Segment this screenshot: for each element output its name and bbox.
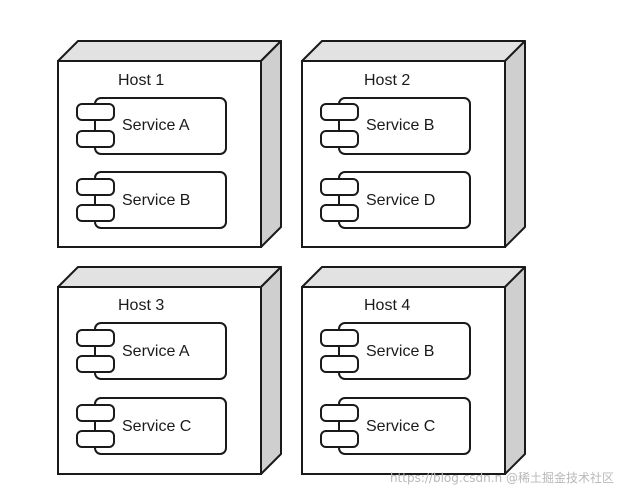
component-port-icon bbox=[76, 130, 115, 148]
component-port-icon bbox=[76, 204, 115, 222]
component-port-icon bbox=[76, 430, 115, 448]
component-port-icon bbox=[320, 103, 359, 121]
service-component-1-2: Service B bbox=[76, 171, 227, 229]
host-node-1-title: Host 1 bbox=[118, 72, 164, 89]
service-component-4-2: Service C bbox=[320, 397, 471, 455]
host-node-2-title: Host 2 bbox=[364, 72, 410, 89]
component-port-icon bbox=[320, 355, 359, 373]
component-box bbox=[338, 171, 471, 229]
service-component-2-1: Service B bbox=[320, 97, 471, 155]
component-box bbox=[338, 397, 471, 455]
host-node-4-top-face bbox=[301, 266, 526, 288]
component-port-icon bbox=[320, 329, 359, 347]
service-component-1-1: Service A bbox=[76, 97, 227, 155]
component-port-icon bbox=[76, 103, 115, 121]
component-port-icon bbox=[76, 404, 115, 422]
host-node-3-top-face bbox=[57, 266, 282, 288]
component-port-icon bbox=[320, 404, 359, 422]
component-box bbox=[94, 397, 227, 455]
service-component-3-2: Service C bbox=[76, 397, 227, 455]
service-component-3-1: Service A bbox=[76, 322, 227, 380]
host-node-4: Host 4 Service B Service C bbox=[301, 266, 526, 475]
service-label: Service D bbox=[366, 192, 435, 209]
component-box bbox=[94, 171, 227, 229]
service-component-4-1: Service B bbox=[320, 322, 471, 380]
component-port-icon bbox=[320, 430, 359, 448]
host-node-1-side-face bbox=[260, 40, 282, 248]
service-label: Service B bbox=[366, 343, 434, 360]
service-label: Service C bbox=[122, 418, 191, 435]
host-node-2: Host 2 Service B Service D bbox=[301, 40, 526, 248]
host-node-4-side-face bbox=[504, 266, 526, 475]
host-node-3: Host 3 Service A Service C bbox=[57, 266, 282, 475]
component-port-icon bbox=[320, 204, 359, 222]
service-component-2-2: Service D bbox=[320, 171, 471, 229]
component-box bbox=[94, 97, 227, 155]
host-node-2-side-face bbox=[504, 40, 526, 248]
host-node-2-top-face bbox=[301, 40, 526, 62]
service-label: Service C bbox=[366, 418, 435, 435]
host-node-3-side-face bbox=[260, 266, 282, 475]
service-label: Service B bbox=[366, 117, 434, 134]
host-node-4-title: Host 4 bbox=[364, 297, 410, 314]
component-box bbox=[338, 97, 471, 155]
component-port-icon bbox=[76, 329, 115, 347]
service-label: Service B bbox=[122, 192, 190, 209]
component-box bbox=[94, 322, 227, 380]
host-node-1: Host 1 Service A Service B bbox=[57, 40, 282, 248]
host-node-1-top-face bbox=[57, 40, 282, 62]
service-label: Service A bbox=[122, 343, 190, 360]
component-box bbox=[338, 322, 471, 380]
service-label: Service A bbox=[122, 117, 190, 134]
component-port-icon bbox=[320, 178, 359, 196]
component-port-icon bbox=[76, 355, 115, 373]
component-port-icon bbox=[76, 178, 115, 196]
component-port-icon bbox=[320, 130, 359, 148]
watermark: https://blog.csdn.n @稀土掘金技术社区 bbox=[389, 471, 614, 485]
host-node-3-title: Host 3 bbox=[118, 297, 164, 314]
